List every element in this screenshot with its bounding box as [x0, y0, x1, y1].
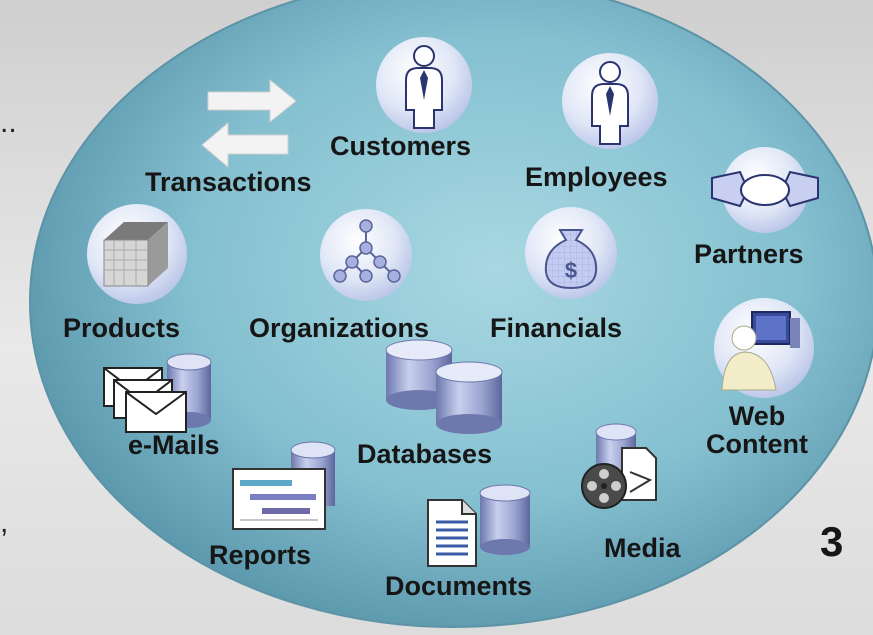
label-employees: Employees: [525, 162, 668, 192]
money-bag-icon: $: [525, 207, 617, 299]
label-transactions: Transactions: [145, 167, 312, 197]
label-partners: Partners: [694, 239, 804, 269]
film-reel-icon: [581, 423, 657, 509]
document-icon: [427, 484, 531, 567]
left-edge-text-top: ..: [0, 106, 17, 139]
label-financials: Financials: [490, 313, 623, 343]
label-organizations: Organizations: [249, 313, 430, 343]
svg-text:$: $: [565, 258, 577, 283]
report-chart-icon: [232, 441, 336, 530]
web-user-icon: [714, 298, 814, 398]
label-reports: Reports: [209, 540, 312, 570]
label-products: Products: [63, 313, 181, 343]
label-emails: e-Mails: [128, 430, 220, 460]
left-edge-text-bottom: ,: [0, 506, 9, 539]
label-web-content-line1: Web: [728, 401, 786, 431]
handshake-icon: [711, 147, 819, 233]
cube-icon: [87, 204, 187, 304]
page-number: 3: [820, 518, 844, 565]
label-documents: Documents: [385, 571, 533, 601]
org-chart-icon: [320, 209, 412, 301]
database-cylinders-icon: [385, 339, 503, 434]
label-web-content-line2: Content: [706, 429, 808, 460]
customer-person-icon: [376, 37, 472, 133]
label-databases: Databases: [357, 439, 493, 469]
label-media: Media: [604, 533, 681, 563]
label-web-content: Web Content: [687, 402, 827, 459]
label-customers: Customers: [330, 131, 472, 161]
envelopes-icon: [103, 353, 212, 433]
employee-person-icon: [562, 53, 658, 149]
arrows-icon: [201, 78, 297, 169]
